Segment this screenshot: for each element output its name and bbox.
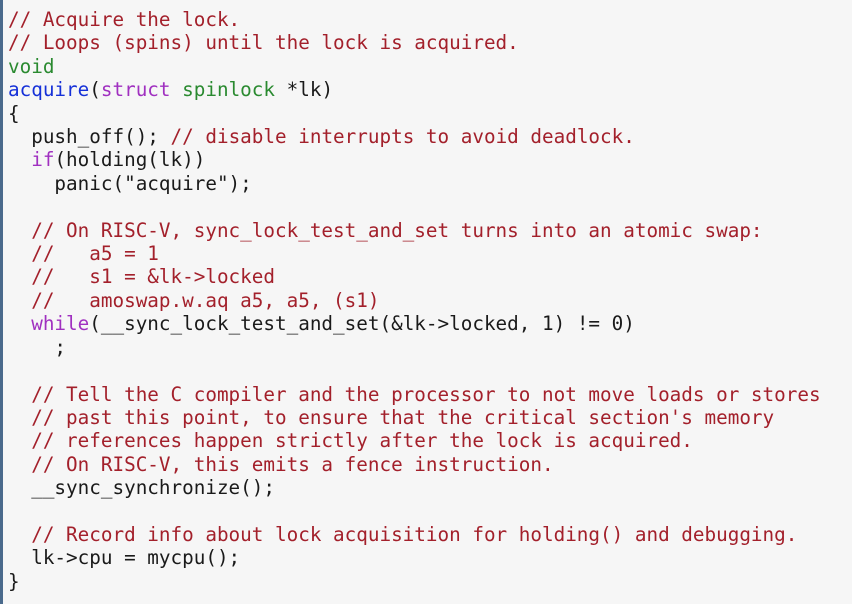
- code-line: [8, 359, 821, 382]
- type-token: void: [8, 54, 55, 78]
- code-token: __sync_synchronize();: [8, 476, 275, 500]
- code-token: {: [8, 101, 20, 125]
- comment-token: // Loops (spins) until the lock is acqui…: [8, 31, 519, 55]
- code-token: (holding(lk)): [54, 148, 206, 172]
- comment-token: // a5 = 1: [31, 242, 159, 266]
- code-token: [8, 429, 31, 452]
- code-line: [8, 195, 821, 218]
- comment-token: // Tell the C compiler and the processor…: [31, 382, 821, 406]
- comment-token: // s1 = &lk->locked: [31, 265, 275, 289]
- code-line: __sync_synchronize();: [8, 476, 821, 499]
- code-line: // Record info about lock acquisition fo…: [8, 523, 821, 546]
- code-line: acquire(struct spinlock *lk): [8, 78, 821, 101]
- function-name-token: acquire: [8, 78, 90, 102]
- code-line: while(__sync_lock_test_and_set(&lk->lock…: [8, 312, 821, 335]
- code-token: (: [89, 78, 101, 102]
- code-line: void: [8, 55, 821, 78]
- comment-token: // references happen strictly after the …: [31, 429, 693, 453]
- code-line: // a5 = 1: [8, 242, 821, 265]
- type-token: spinlock: [182, 78, 276, 102]
- comment-token: // Acquire the lock.: [8, 8, 241, 31]
- code-line: lk->cpu = mycpu();: [8, 546, 821, 569]
- code-token: [8, 406, 31, 429]
- code-token: [171, 78, 183, 101]
- code-token: *lk): [275, 78, 334, 102]
- code-line: // references happen strictly after the …: [8, 429, 821, 452]
- code-token: lk->cpu = mycpu();: [8, 546, 241, 570]
- code-line: // Tell the C compiler and the processor…: [8, 382, 821, 406]
- code-line: panic("acquire");: [8, 172, 821, 195]
- code-line: push_off(); // disable interrupts to avo…: [8, 125, 821, 148]
- code-token: [8, 242, 31, 265]
- code-line: [8, 500, 821, 523]
- code-token: [8, 265, 31, 288]
- code-line: // amoswap.w.aq a5, a5, (s1): [8, 289, 821, 312]
- code-token: [8, 453, 31, 476]
- code-token: (__sync_lock_test_and_set(&lk->locked, 1…: [89, 312, 635, 336]
- code-editor[interactable]: // Acquire the lock.// Loops (spins) unt…: [8, 8, 821, 593]
- keyword-token: if: [31, 148, 55, 172]
- code-line: // Loops (spins) until the lock is acqui…: [8, 31, 821, 54]
- code-line: ;: [8, 336, 821, 359]
- code-line: // Acquire the lock.: [8, 8, 821, 31]
- code-line: }: [8, 570, 821, 593]
- code-token: [8, 312, 31, 335]
- code-token: [8, 219, 31, 242]
- code-token: [8, 289, 31, 312]
- code-token: ;: [8, 335, 67, 359]
- code-token: [8, 383, 31, 406]
- code-token: panic("acquire");: [8, 171, 252, 195]
- code-token: push_off();: [8, 125, 171, 149]
- comment-token: // past this point, to ensure that the c…: [31, 405, 775, 429]
- code-token: [8, 523, 31, 546]
- code-token: }: [8, 569, 20, 593]
- code-line: // On RISC-V, sync_lock_test_and_set tur…: [8, 219, 821, 242]
- keyword-token: while: [31, 312, 90, 336]
- comment-token: // amoswap.w.aq a5, a5, (s1): [31, 288, 380, 312]
- comment-token: // On RISC-V, this emits a fence instruc…: [31, 452, 554, 476]
- comment-token: // On RISC-V, sync_lock_test_and_set tur…: [31, 218, 763, 242]
- code-token: [8, 148, 31, 171]
- comment-token: // disable interrupts to avoid deadlock.: [170, 125, 635, 149]
- editor-left-border: [0, 0, 3, 604]
- comment-token: // Record info about lock acquisition fo…: [31, 522, 798, 546]
- code-line: {: [8, 102, 821, 125]
- keyword-token: struct: [100, 78, 171, 102]
- code-line: // s1 = &lk->locked: [8, 265, 821, 288]
- code-line: // past this point, to ensure that the c…: [8, 406, 821, 429]
- code-line: if(holding(lk)): [8, 148, 821, 171]
- code-line: // On RISC-V, this emits a fence instruc…: [8, 453, 821, 476]
